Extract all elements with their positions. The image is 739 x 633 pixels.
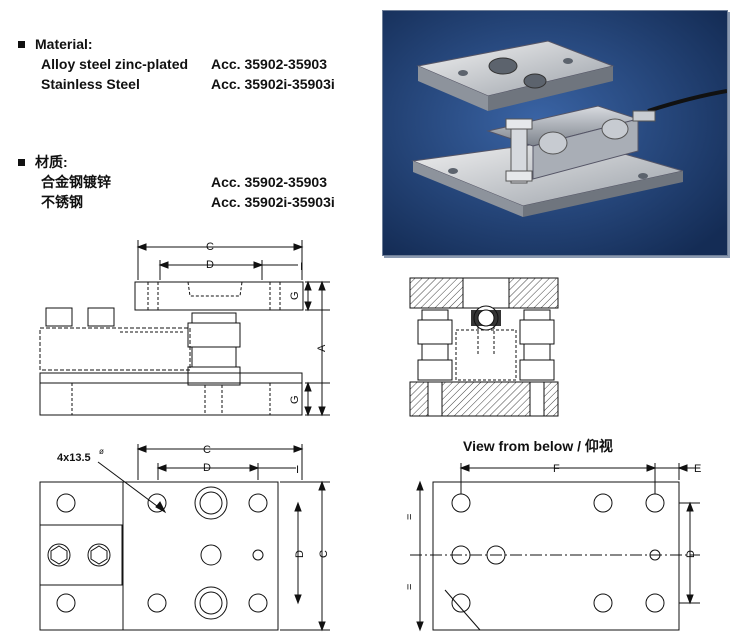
top-view-drawing — [39, 444, 330, 632]
dim-label-d: D — [685, 550, 697, 558]
material-row: Stainless Steel Acc. 35902i-35903i — [41, 76, 335, 92]
dim-label-equal: = — [404, 514, 416, 520]
dim-label-d: D — [206, 259, 214, 271]
dim-label-c: C — [206, 241, 214, 253]
product-photo — [382, 10, 728, 256]
dim-label-d: D — [203, 462, 211, 474]
dim-label-g: G — [289, 395, 301, 404]
bullet-icon — [18, 40, 25, 48]
material-heading-zh: 材质: — [18, 152, 335, 172]
material-heading-en: Material: — [18, 34, 335, 54]
dim-label-a: A — [316, 344, 328, 352]
material-row: 不锈钢 Acc. 35902i-35903i — [41, 194, 335, 210]
dim-label-d: D — [294, 550, 306, 558]
material-spec-zh: 材质: 合金钢镀锌 Acc. 35902-35903 不锈钢 Acc. 3590… — [18, 152, 335, 212]
dim-label-i: I — [300, 261, 303, 273]
diameter-symbol: ø — [99, 447, 104, 456]
hole-callout: 4x13.5 — [57, 452, 91, 464]
material-spec-en: Material: Alloy steel zinc-plated Acc. 3… — [18, 34, 335, 94]
dim-label-c: C — [203, 444, 211, 456]
material-row: 合金钢镀锌 Acc. 35902-35903 — [41, 174, 327, 190]
dim-label-equal: = — [404, 584, 416, 590]
dim-label-e: E — [694, 463, 701, 475]
dim-label-g: G — [289, 291, 301, 300]
material-row: Alloy steel zinc-plated Acc. 35902-35903 — [41, 56, 327, 72]
side-view-drawing — [39, 240, 330, 417]
load-cell-mount-illustration — [383, 11, 727, 255]
view-from-below-title: View from below / 仰视 — [463, 438, 613, 454]
bottom-view-drawing — [410, 463, 700, 632]
section-view-drawing — [409, 277, 559, 417]
bullet-icon — [18, 158, 25, 166]
dim-label-c: C — [318, 550, 330, 558]
dim-label-f: F — [553, 463, 560, 475]
dim-label-i: I — [296, 464, 299, 476]
